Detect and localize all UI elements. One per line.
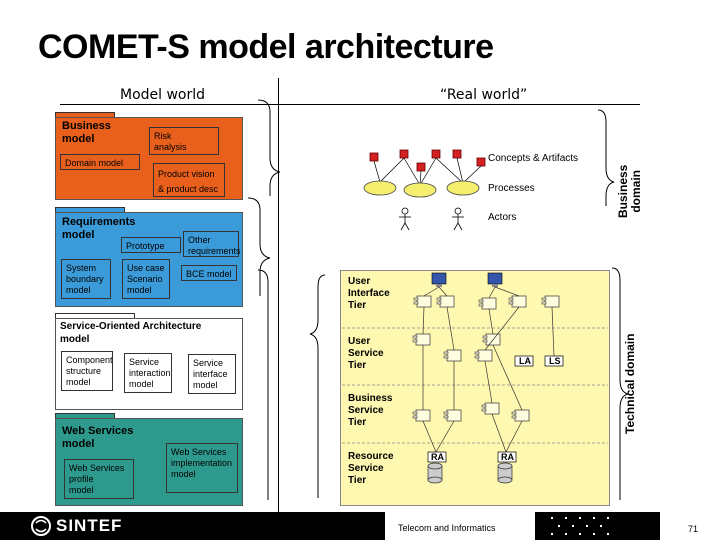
page-number: 71 [688, 524, 699, 534]
component-boxes [415, 295, 560, 422]
model-world-heading: Model world [120, 87, 206, 103]
ws-model-label: Web Services model [62, 425, 134, 450]
actors-label: Actors [488, 212, 517, 223]
bce-model-package: BCE model [181, 265, 237, 281]
ws-profile-package: Web Services profile model [64, 459, 134, 499]
page-number-box [660, 511, 720, 540]
concepts-label: Concepts & Artifacts [488, 153, 579, 164]
footer-center-text: Telecom and Informatics [398, 523, 496, 533]
ra-badge-2-text: RA [501, 452, 514, 462]
header-rule [60, 104, 640, 105]
dependency-lines [422, 286, 555, 453]
ui-tier-label: User Interface Tier [348, 276, 390, 311]
monitor-icons [431, 272, 503, 287]
database-icons [427, 462, 513, 484]
la-badge [514, 355, 534, 367]
tier-separators [342, 327, 608, 444]
brace-business-domain [597, 109, 615, 206]
actor-figures [399, 207, 464, 231]
component-structure-package: Component structure model [61, 351, 113, 391]
footer-center-box [385, 511, 535, 540]
brace-technical-domain [611, 267, 629, 500]
bs-tier-label: Business Service Tier [348, 393, 393, 428]
page-title: COMET-S model architecture [38, 28, 494, 66]
us-tier-label: User Service Tier [348, 336, 384, 371]
use-case-package: Use case Scenario model [122, 259, 170, 299]
ws-model-panel: Web Services model Web Services profile … [55, 413, 243, 506]
ra-badge-1 [427, 451, 447, 463]
soa-model-panel: Service-Oriented Architecture model Comp… [55, 313, 243, 410]
component-tabs [412, 297, 547, 419]
requirements-model-panel: Requirements model Prototype Other requi… [55, 207, 243, 307]
brace-requirements [247, 197, 271, 296]
ls-badge-text: LS [549, 356, 561, 366]
ws-implementation-package: Web Services implementation model [166, 443, 238, 493]
technical-domain-label: Technical domain [623, 333, 637, 434]
service-interface-package: Service interface model [188, 354, 236, 394]
world-divider [278, 78, 279, 512]
brace-ws [257, 269, 269, 500]
brace-business [257, 99, 281, 196]
soa-model-label: Service-Oriented Architecture model [60, 321, 202, 345]
risk-analysis-package: Risk analysis [149, 127, 219, 155]
tiers-panel [340, 270, 610, 506]
sintef-logo-text: SINTEF [56, 516, 123, 535]
service-interaction-package: Service interaction model [124, 353, 172, 393]
process-ellipses [363, 180, 480, 198]
product-vision-package: Product vision & product desc [153, 163, 225, 197]
concept-squares [369, 149, 486, 172]
footer-dots [551, 517, 609, 535]
badge-boxes [427, 355, 564, 463]
other-requirements-package: Other requirements [183, 231, 241, 257]
requirements-model-label: Requirements model [62, 216, 136, 241]
domain-model-package: Domain model [60, 154, 140, 170]
business-model-label: Business model [62, 120, 111, 145]
sintef-logo-icon [31, 516, 51, 536]
ra-badge-1-text: RA [431, 452, 444, 462]
real-world-heading: “Real world” [440, 87, 528, 103]
concept-links [373, 157, 482, 186]
processes-label: Processes [488, 183, 535, 194]
business-domain-label: Business domain [616, 164, 643, 218]
business-model-panel: Business model Risk analysis Domain mode… [55, 112, 243, 200]
rs-tier-label: Resource Service Tier [348, 451, 394, 486]
prototype-package: Prototype [121, 237, 181, 253]
brace-tiers [309, 274, 326, 498]
ls-badge [544, 355, 564, 367]
la-badge-text: LA [519, 356, 531, 366]
system-boundary-package: System boundary model [61, 259, 111, 299]
ra-badge-2 [497, 451, 517, 463]
